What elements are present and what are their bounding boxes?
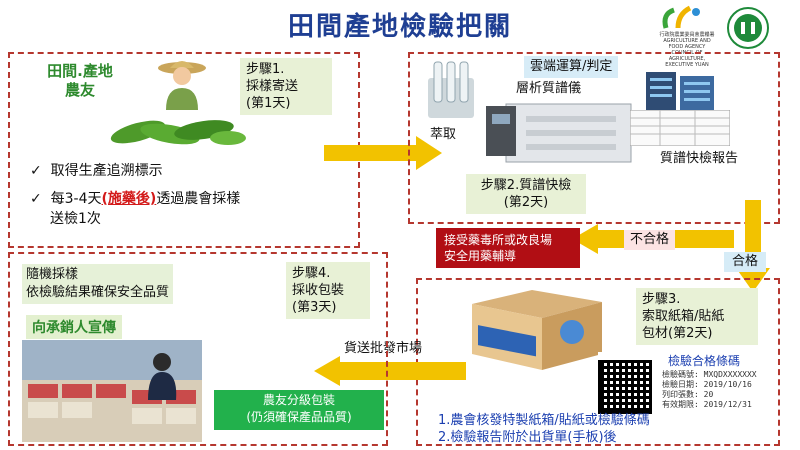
step1-label: 步驟1. 採樣寄送 (第1天) (240, 58, 332, 115)
cert-line: 有效期限: 2019/12/31 (662, 400, 752, 409)
extraction-icon (426, 58, 476, 122)
certificate-card: 檢驗合格條碼 檢驗碼號: MXQDXXXXXXX 檢驗日期: 2019/10/1… (598, 352, 776, 414)
mass-spectrometer-icon (486, 96, 636, 166)
pass-label: 合格 (724, 252, 767, 272)
arrow-right-1 (324, 136, 442, 170)
extract-label: 萃取 (430, 127, 457, 142)
harvest-step-box (8, 252, 388, 446)
farmer-label: 田間.產地 農友 (47, 62, 113, 99)
report-label: 質譜快檢報告 (660, 151, 739, 166)
check-item-2-freq: 每3-4天 (50, 191, 102, 207)
vegetables-icon (108, 108, 248, 152)
page-title: 田間產地檢驗把關 (287, 12, 512, 42)
note-2: 2.檢驗報告附於出貨單(手板)後 (438, 430, 617, 445)
farmer-icon (152, 54, 212, 110)
check-item-1-text: 取得生產追溯標示 (50, 163, 163, 179)
check-item-2-text: 透過農會採樣 (156, 191, 241, 207)
cert-lines: 檢驗碼號: MXQDXXXXXXX 檢驗日期: 2019/10/16 列印張數:… (662, 370, 774, 410)
random-sampling-text: 隨機採樣 依檢驗結果確保安全品質 (22, 264, 174, 304)
cert-line: 檢驗日期: 2019/10/16 (662, 380, 752, 389)
check-item-1: ✓ 取得生產追溯標示 (30, 162, 350, 180)
report-sheet-icon (629, 109, 731, 147)
check-item-2-after-spray: (施藥後) (101, 191, 157, 207)
ship-label: 貨送批發市場 (344, 341, 423, 356)
note-1: 1.農會核發特製紙箱/貼紙或檢驗條碼 (438, 413, 650, 428)
coa-logo (658, 4, 708, 32)
step2-label: 步驟2.質譜快檢 (第2天) (466, 174, 586, 214)
cert-line: 檢驗碼號: MXQDXXXXXXX (662, 370, 757, 379)
promo-label: 向承銷人宣傳 (26, 315, 122, 339)
step4-label: 步驟4. 採收包裝 (第3天) (286, 262, 370, 319)
market-photo (22, 340, 202, 442)
check-icon: ✓ (30, 191, 42, 207)
green-seal-icon (726, 6, 770, 50)
check-item-2-cont: 送檢1次 (50, 211, 101, 227)
fail-label: 不合格 (624, 230, 676, 250)
arrow-left-ship (314, 356, 466, 386)
cert-line: 列印張數: 20 (662, 390, 714, 399)
carton-box-icon (462, 282, 612, 372)
instrument-label: 層析質譜儀 (516, 81, 582, 96)
qr-code-icon (598, 360, 652, 414)
logo-text-line-2: AGRICULTURE AND FOOD AGENCY (663, 38, 711, 50)
fail-action-box: 接受藥毒所或改良場 安全用藥輔導 (436, 228, 580, 268)
lab-step-box (408, 52, 780, 224)
cloud-label: 雲端運算/判定 (524, 56, 619, 78)
check-item-2: ✓ 每3-4天(施藥後)透過農會採樣 (30, 190, 350, 208)
cert-title: 檢驗合格條碼 (668, 354, 741, 368)
check-icon: ✓ (30, 163, 42, 179)
step3-label: 步驟3. 索取紙箱/貼紙 包材(第2天) (636, 288, 758, 345)
logo-text-line-1: 行政院農業委員會農糧署 (659, 32, 715, 38)
grading-box: 農友分級包裝 (仍須確保產品品質) (214, 390, 384, 430)
